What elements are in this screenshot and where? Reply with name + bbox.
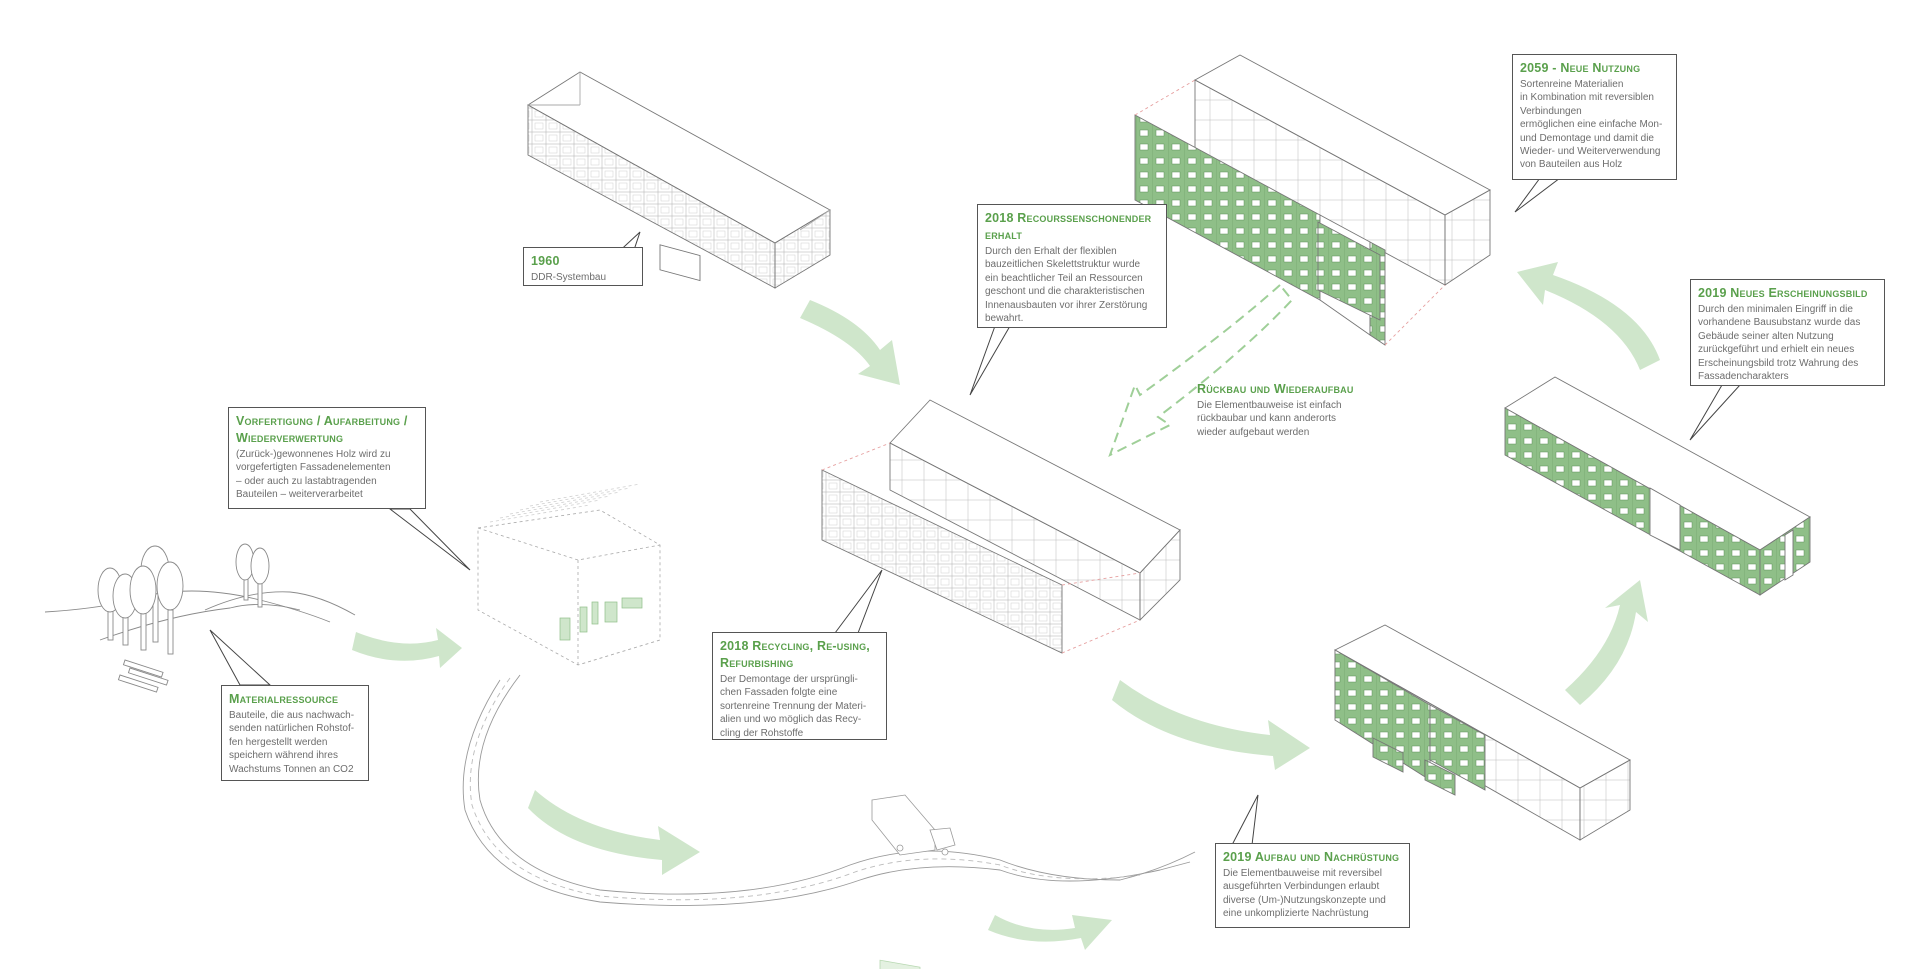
- callout-line: sortenreine Trennung der Materi-: [720, 700, 867, 712]
- callout-line: in Kombination mit reversiblen: [1520, 92, 1654, 104]
- callout-vorfertigung-title: Vorfertigung / Aufarbeitung / Wiederverw…: [236, 414, 408, 445]
- callout-line: Innenausbauten vor ihrer Zerstörung: [985, 299, 1148, 311]
- callout-rueckbau-title: Rückbau und Wiederaufbau: [1197, 382, 1354, 396]
- prefab-workshop: [477, 483, 661, 666]
- arrow-dashed-rueckbau: [1108, 283, 1294, 458]
- callout-1960-line: DDR-Systembau: [531, 272, 607, 283]
- logs: [117, 659, 169, 693]
- arrow-2018-to-2019: [1112, 680, 1310, 770]
- building-2018-skeleton: [821, 399, 1181, 654]
- callout-line: Gebäude seiner alten Nutzung: [1698, 330, 1834, 342]
- callout-line: rückbaubar und kann anderorts: [1197, 413, 1336, 425]
- callout-line: Erscheinungsbild trotz Wahrung des: [1698, 357, 1859, 369]
- callout-line: und Demontage und damit die: [1520, 132, 1654, 144]
- arrow-2019-to-new-facade: [1565, 580, 1648, 705]
- callout-line: ermöglichen eine einfache Mon-: [1520, 119, 1663, 131]
- callout-line: zurückgeführt und erhielt ein neues: [1698, 344, 1855, 356]
- callout-2018-recycling: 2018 Recycling, Re-using, Refurbishing D…: [712, 632, 887, 740]
- callout-2019-erscheinungsbild: 2019 Neues Erscheinungsbild Durch den mi…: [1690, 279, 1885, 386]
- callout-line: senden natürlichen Rohstof-: [229, 723, 355, 735]
- building-1960: [527, 71, 831, 289]
- callout-1960: 1960 DDR-Systembau: [523, 247, 643, 286]
- flow-arrows: [352, 262, 1660, 950]
- callout-rueckbau: Rückbau und Wiederaufbau Die Elementbauw…: [1190, 376, 1365, 446]
- callout-line: ein beachtlicher Teil an Ressourcen: [985, 272, 1143, 284]
- callout-line: – oder auch zu lastabtragenden: [236, 475, 377, 487]
- callout-line: Fassadencharakters: [1698, 371, 1789, 383]
- callout-vorfertigung: Vorfertigung / Aufarbeitung / Wiederverw…: [228, 407, 426, 509]
- callout-line: alien und wo möglich das Recy-: [720, 714, 862, 726]
- tree-cluster: [97, 543, 270, 655]
- callout-line: cling der Rohstoffe: [720, 727, 804, 739]
- callout-line: bewahrt.: [985, 313, 1024, 325]
- callout-line: bauzeitlichen Skelettstruktur wurde: [985, 259, 1141, 271]
- callout-line: Wachstums Tonnen an CO2: [229, 763, 354, 775]
- workshop-elements: [559, 597, 643, 641]
- callout-2019-bild-title: 2019 Neues Erscheinungsbild: [1698, 286, 1868, 300]
- callout-2059-title: 2059 - Neue Nutzung: [1520, 61, 1641, 75]
- callout-line: (Zurück-)gewonnenes Holz wird zu: [236, 449, 391, 460]
- building-2059-new-use: [1134, 54, 1491, 346]
- callout-line: Durch den Erhalt der flexiblen: [985, 246, 1117, 257]
- callout-line: eine unkomplizierte Nachrüstung: [1223, 908, 1369, 920]
- arrow-new-facade-to-2059: [1517, 262, 1660, 370]
- callout-line: Durch den minimalen Eingriff in die: [1698, 304, 1853, 315]
- callout-line: Die Elementbauweise mit reversibel: [1223, 868, 1382, 879]
- callout-line: chen Fassaden folgte eine: [720, 687, 838, 699]
- arrow-landscape-to-workshop: [352, 628, 462, 668]
- callout-line: geschont und die charakteristischen: [985, 286, 1145, 298]
- building-2019-new-facade: [1504, 376, 1811, 596]
- callout-line: Bauteile, die aus nachwach-: [229, 710, 355, 721]
- callout-line: Wieder- und Weiterverwendung: [1520, 146, 1661, 158]
- callout-line: speichern während ihres: [229, 750, 338, 762]
- forest-landscape: [44, 543, 356, 693]
- callout-line: Verbindungen: [1520, 105, 1582, 117]
- arrow-road-to-2019: [988, 915, 1112, 950]
- callout-line: wieder aufgebaut werden: [1197, 426, 1310, 438]
- callout-1960-title: 1960: [531, 254, 560, 268]
- callout-line: Bauteilen – weiterverarbeitet: [236, 489, 363, 501]
- arrow-1960-to-2018: [800, 300, 900, 385]
- road: [462, 674, 1196, 906]
- callout-2019-aufbau-title: 2019 Aufbau und Nachrüstung: [1223, 850, 1400, 864]
- callout-2019-aufbau: 2019 Aufbau und Nachrüstung Die Elementb…: [1215, 843, 1410, 928]
- callout-line: Die Elementbauweise ist einfach: [1197, 400, 1342, 411]
- callout-line: vorhandene Bausubstanz wurde das: [1698, 317, 1861, 329]
- callout-materialressource: Materialressource Bauteile, die aus nach…: [221, 685, 369, 781]
- callout-line: Sortenreine Materialien: [1520, 79, 1624, 90]
- truck: [871, 794, 956, 969]
- callout-2018-erhalt: 2018 Recourssenschonender erhalt Durch d…: [977, 204, 1167, 328]
- callout-2018-erhalt-title: 2018 Recourssenschonender erhalt: [985, 211, 1152, 242]
- callout-line: Der Demontage der ursprüngli-: [720, 674, 858, 685]
- callout-2059: 2059 - Neue Nutzung Sortenreine Material…: [1512, 54, 1677, 180]
- callout-line: von Bauteilen aus Holz: [1520, 159, 1623, 171]
- callout-line: ausgeführten Verbindungen erlaubt: [1223, 881, 1380, 893]
- building-2019-assembly: [1334, 624, 1631, 841]
- callout-material-title: Materialressource: [229, 692, 339, 706]
- arrow-workshop-to-road: [528, 790, 700, 875]
- callout-2018-recycling-title: 2018 Recycling, Re-using, Refurbishing: [720, 639, 870, 670]
- callout-line: diverse (Um-)Nutzungskonzepte und: [1223, 894, 1386, 906]
- callout-line: fen hergestellt werden: [229, 736, 328, 748]
- callout-line: vorgefertigten Fassadenelementen: [236, 462, 391, 474]
